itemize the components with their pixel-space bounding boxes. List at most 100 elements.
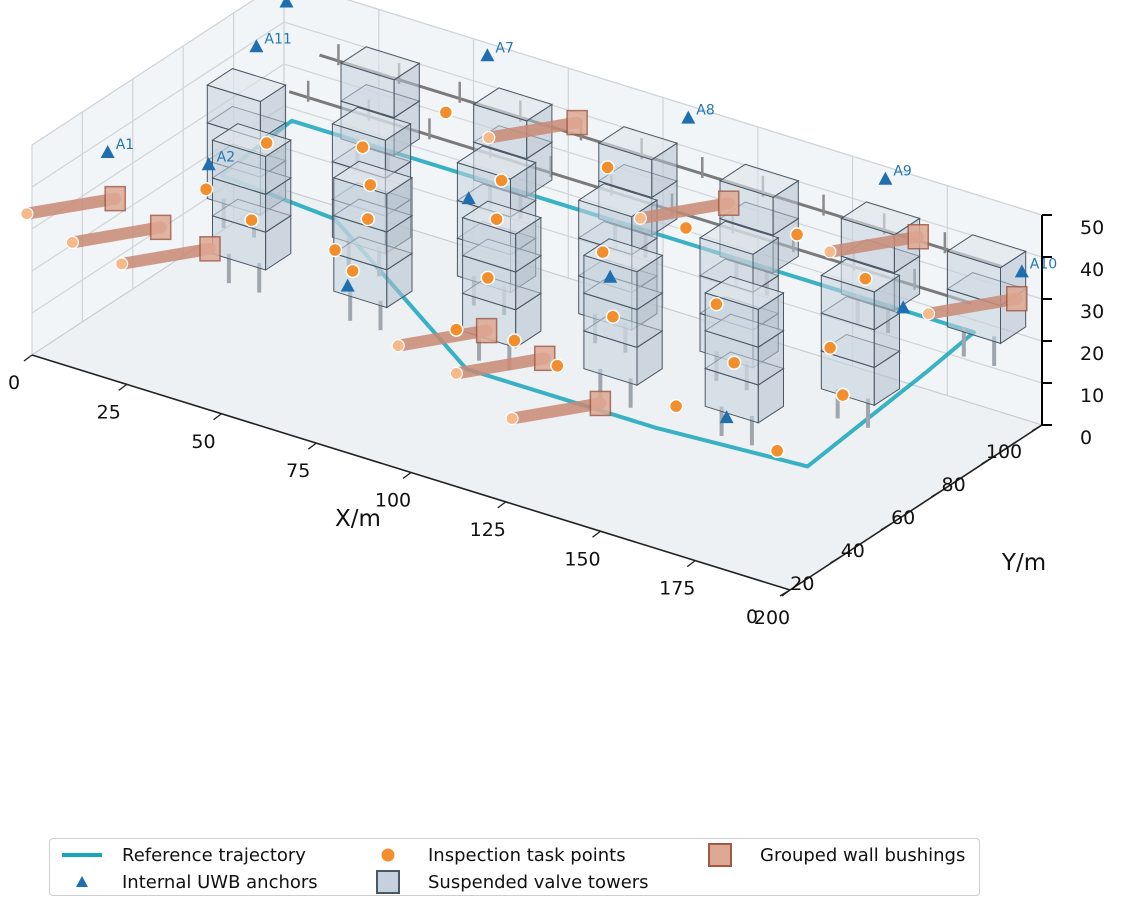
anchor-marker (1014, 264, 1029, 278)
task-point-marker (327, 242, 343, 258)
z-tick-label: 40 (1080, 259, 1104, 281)
anchor-label: A2 (217, 149, 235, 165)
tower-face-top (456, 145, 537, 180)
anchor-marker (681, 110, 696, 124)
task-point-marker (449, 322, 464, 337)
y-tick-mark (1031, 424, 1043, 432)
x-tick-mark (23, 354, 33, 362)
bushing-cylinder (450, 352, 551, 380)
tower-face-top (472, 87, 554, 122)
y-tick-label: 40 (841, 540, 865, 562)
anchor-marker (896, 300, 911, 314)
anchor-marker (878, 171, 893, 185)
anchor-marker (480, 48, 495, 62)
bushing-flange (199, 236, 221, 262)
task-point-marker (789, 227, 805, 242)
x-tick-label: 150 (564, 548, 600, 570)
tower-face-top (840, 201, 921, 236)
bushing-flange (907, 224, 929, 250)
x-tick-mark (402, 471, 412, 480)
tower-face-top (577, 183, 659, 218)
task-point-marker (360, 211, 376, 227)
tower-face-top (946, 234, 1027, 269)
bushing-cylinder (634, 197, 735, 225)
bushing-end (505, 411, 519, 426)
tower-face-top (597, 126, 679, 161)
legend-item-anchors: Internal UWB anchors (60, 869, 318, 895)
legend-item-towers: Suspended valve towers (366, 869, 649, 895)
task-point-marker (489, 211, 504, 227)
y-tick-label: 60 (891, 507, 915, 529)
y-tick-mark (830, 556, 841, 564)
task-point-marker (550, 358, 565, 374)
bushing-end (391, 339, 405, 353)
bushing-end (921, 307, 936, 321)
square-box-icon (366, 870, 410, 894)
bushing-end (115, 257, 129, 271)
tower-face-top (698, 220, 780, 255)
task-point-marker (726, 355, 742, 370)
y-tick-mark (880, 523, 892, 531)
bushing-end (20, 207, 34, 221)
task-point-marker (438, 105, 454, 120)
legend-label-trajectory: Reference trajectory (122, 844, 306, 866)
tower-face-top (704, 275, 785, 310)
task-point-marker (494, 173, 509, 188)
task-point-marker (600, 160, 615, 175)
anchor-marker (279, 0, 294, 8)
y-tick-label: 80 (942, 474, 966, 496)
tower-face-top (331, 106, 412, 141)
bushing-cylinder (115, 242, 217, 270)
tick-labels: 0255075100125150175200020406080100010203… (8, 214, 1104, 629)
task-point-marker (678, 220, 694, 236)
task-point-marker (363, 177, 378, 193)
x-tick-label: 200 (754, 607, 790, 629)
x-tick-mark (497, 501, 507, 509)
bushing-flange (104, 185, 126, 212)
bushing-square-icon (698, 843, 742, 867)
x-tick-mark (686, 560, 696, 568)
bushing-flange (589, 390, 612, 417)
anchor-marker (719, 410, 734, 424)
task-point-marker (595, 244, 610, 260)
bushing-cylinder (392, 324, 493, 352)
task-point-marker (668, 398, 684, 414)
anchor-label: A8 (696, 103, 714, 119)
anchor-marker (603, 269, 618, 283)
trajectory-line (219, 118, 976, 469)
x-tick-mark (118, 383, 128, 391)
x-tick-label: 100 (375, 490, 411, 512)
trajectory-swatch-icon (60, 843, 104, 867)
bushing-end (449, 366, 463, 380)
bushing-end (633, 211, 647, 225)
task-point-marker (507, 333, 522, 348)
task-point-marker (769, 443, 785, 458)
task-point-marker (244, 212, 259, 228)
anchor-label: A9 (893, 164, 911, 180)
task-point-marker (858, 271, 873, 286)
x-tick-mark (592, 530, 601, 538)
z-tick-label: 0 (1080, 427, 1092, 449)
legend-label-bushings: Grouped wall bushings (760, 844, 966, 866)
tower-face-top (206, 68, 287, 103)
x-axis-label: X/m (335, 506, 381, 532)
task-point-marker (605, 309, 621, 324)
z-tick-label: 50 (1080, 217, 1104, 239)
anchor-label: A1 (116, 137, 134, 153)
z-tick-label: 30 (1080, 301, 1104, 323)
bushing-flange (1006, 285, 1028, 312)
circle-marker-icon (366, 843, 410, 867)
x-tick-label: 0 (8, 372, 20, 394)
anchor-marker (249, 39, 264, 53)
x-tick-mark (213, 413, 222, 421)
anchor-marker (201, 157, 216, 171)
bushing-cylinder (20, 192, 122, 220)
y-tick-label: 0 (746, 606, 758, 628)
bushing-cylinder (823, 230, 925, 258)
bushing-cylinder (482, 116, 584, 144)
y-tick-label: 20 (790, 573, 814, 595)
x-tick-mark (307, 442, 317, 450)
legend-label-anchors: Internal UWB anchors (122, 871, 318, 893)
task-point-marker (835, 387, 851, 403)
